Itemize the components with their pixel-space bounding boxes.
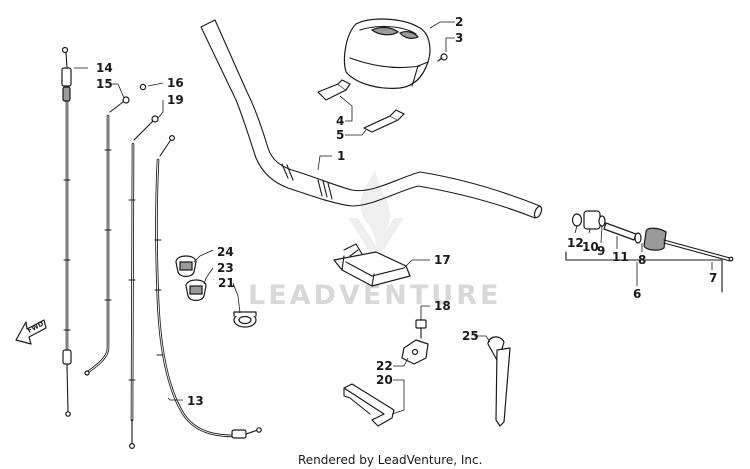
watermark: LEADVENTURE	[248, 170, 498, 311]
callout-18: 18	[434, 299, 451, 313]
leader-lines	[74, 21, 713, 415]
cable-clamp-21	[233, 311, 257, 328]
handlebar	[200, 19, 543, 219]
cable-15	[84, 96, 130, 376]
callout-7: 7	[709, 271, 717, 285]
callout-labels: 1 2 3 4 5 6 7 8 9 10 11 12 13 14 15 16 1…	[96, 15, 717, 408]
callout-14: 14	[96, 61, 113, 75]
callout-5: 5	[336, 128, 344, 142]
callout-20: 20	[376, 373, 393, 387]
callout-10: 10	[582, 240, 599, 254]
washer-9	[598, 215, 606, 227]
callout-25: 25	[462, 329, 479, 343]
cable-16-19	[128, 83, 159, 450]
cable-clamp-23	[185, 279, 207, 302]
callout-3: 3	[455, 31, 463, 45]
callout-1: 1	[337, 149, 345, 163]
watermark-logo-icon	[348, 170, 404, 262]
grip-group-bracket	[565, 251, 723, 293]
cable-clamp-24	[175, 255, 197, 278]
callout-22: 22	[376, 359, 393, 373]
grip-end-6	[643, 227, 667, 251]
cable-13	[154, 135, 262, 439]
cable-tie-25	[487, 336, 511, 427]
callout-4: 4	[336, 114, 344, 128]
callout-17: 17	[434, 253, 451, 267]
callout-15: 15	[96, 77, 113, 91]
callout-23: 23	[217, 261, 234, 275]
callout-11: 11	[612, 250, 629, 264]
mount-bracket-20	[343, 383, 395, 427]
callout-21: 21	[218, 276, 235, 290]
bushing-10	[583, 210, 601, 230]
screw-icon	[437, 53, 448, 62]
callout-19: 19	[167, 93, 184, 107]
footer-credit: Rendered by LeadVenture, Inc.	[298, 453, 482, 467]
callout-2: 2	[455, 15, 463, 29]
throttle-tube-11	[603, 222, 637, 241]
callout-9: 9	[597, 244, 605, 258]
callout-6: 6	[633, 287, 641, 301]
forward-arrow-icon: FWD	[15, 319, 47, 345]
callout-8: 8	[638, 253, 646, 267]
pad-bracket-rear	[363, 109, 405, 133]
grip-assembly	[565, 210, 734, 293]
callout-12: 12	[567, 236, 584, 250]
bolt-18-icon	[415, 319, 427, 339]
callout-16: 16	[167, 76, 184, 90]
end-ring-8	[634, 232, 642, 244]
callout-13: 13	[187, 394, 204, 408]
mount-bracket-17	[333, 243, 411, 287]
handlebar-pad	[343, 18, 431, 89]
pad-bracket-front	[317, 79, 351, 101]
cable-14	[61, 46, 72, 417]
washer-12	[571, 213, 583, 227]
mount-bracket-22	[401, 339, 429, 365]
callout-24: 24	[217, 245, 234, 259]
